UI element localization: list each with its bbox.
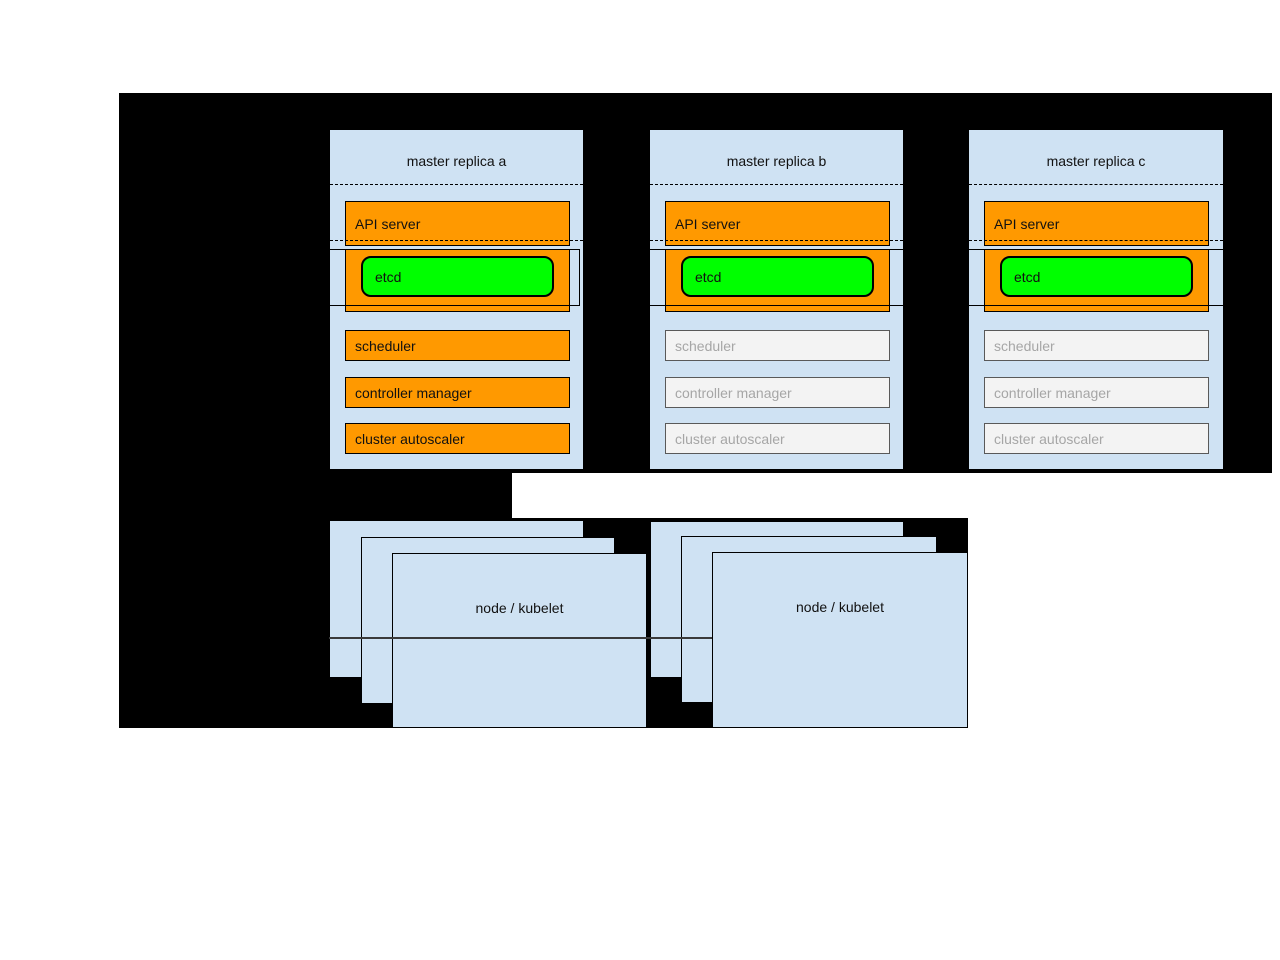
etcd-container-box: etcd [665, 249, 890, 312]
etcd-section-bottom-line [969, 305, 1223, 306]
etcd-section-right-line [579, 249, 580, 306]
etcd-container-box: etcd [345, 249, 570, 312]
panel-title: master replica a [406, 153, 507, 169]
node-kubelet-label: node / kubelet [796, 599, 884, 615]
etcd-box: etcd [681, 256, 874, 297]
boundary-dashed-line [650, 184, 903, 185]
api-server-label: API server [675, 215, 741, 232]
controller-manager-box: controller manager [984, 377, 1209, 408]
etcd-section-top-line [650, 249, 903, 250]
etcd-label: etcd [695, 268, 722, 285]
etcd-section-bottom-line [330, 305, 579, 306]
etcd-section-top-line [330, 249, 579, 250]
controller-manager-box: controller manager [665, 377, 890, 408]
controller-manager-box: controller manager [345, 377, 570, 408]
boundary-dashed-line [969, 184, 1223, 185]
boundary-dashed-line [330, 184, 583, 185]
etcd-label: etcd [375, 268, 402, 285]
panel-title: master replica c [1046, 153, 1146, 169]
etcd-section-bottom-line [650, 305, 903, 306]
node-stack2-front-box: node / kubelet [712, 552, 968, 728]
panel-title: master replica b [726, 153, 827, 169]
cluster-autoscaler-box: cluster autoscaler [984, 423, 1209, 454]
node-kubelet-label: node / kubelet [475, 600, 564, 616]
scheduler-label: scheduler [675, 337, 736, 354]
master-replica-a-panel: master replica a API server etcd schedul… [329, 129, 584, 470]
master-replica-c-panel: master replica c API server etcd schedul… [968, 129, 1224, 470]
controller-manager-label: controller manager [994, 384, 1111, 401]
api-server-box: API server [345, 201, 570, 246]
api-server-label: API server [355, 215, 421, 232]
api-server-box: API server [665, 201, 890, 246]
cluster-autoscaler-box: cluster autoscaler [665, 423, 890, 454]
controller-manager-label: controller manager [355, 384, 472, 401]
cluster-autoscaler-label: cluster autoscaler [675, 430, 785, 447]
node-stack1-front-box: node / kubelet [392, 553, 647, 728]
boundary-dashed-line [969, 240, 1223, 241]
scheduler-box: scheduler [984, 330, 1209, 361]
scheduler-box: scheduler [345, 330, 570, 361]
etcd-box: etcd [361, 256, 554, 297]
etcd-label: etcd [1014, 268, 1041, 285]
etcd-section-top-line [969, 249, 1223, 250]
api-server-box: API server [984, 201, 1209, 246]
boundary-dashed-line [650, 240, 903, 241]
etcd-container-box: etcd [984, 249, 1209, 312]
master-replica-b-panel: master replica b API server etcd schedul… [649, 129, 904, 470]
node-section-divider-line [329, 637, 712, 639]
cluster-autoscaler-label: cluster autoscaler [355, 430, 465, 447]
scheduler-label: scheduler [994, 337, 1055, 354]
controller-manager-label: controller manager [675, 384, 792, 401]
cluster-autoscaler-box: cluster autoscaler [345, 423, 570, 454]
scheduler-label: scheduler [355, 337, 416, 354]
etcd-box: etcd [1000, 256, 1193, 297]
scheduler-box: scheduler [665, 330, 890, 361]
cluster-autoscaler-label: cluster autoscaler [994, 430, 1104, 447]
boundary-dashed-line [330, 240, 583, 241]
api-server-label: API server [994, 215, 1060, 232]
